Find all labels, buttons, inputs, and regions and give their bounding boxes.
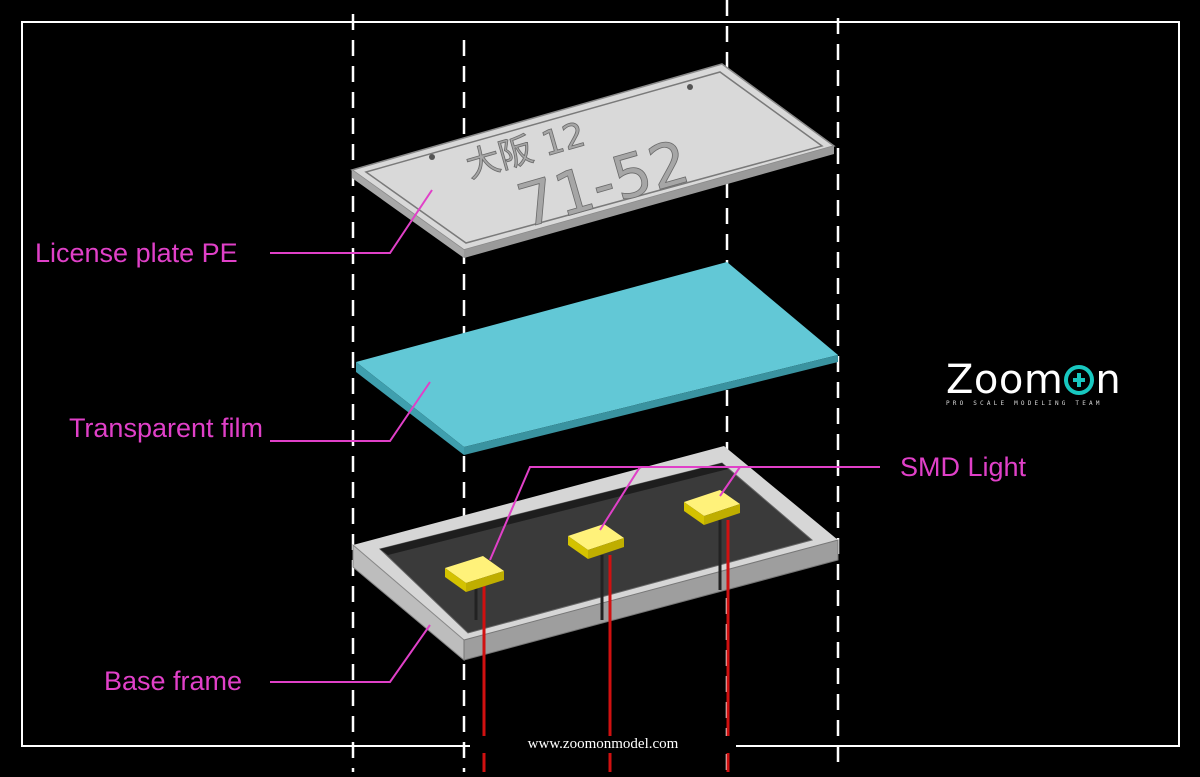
transparent-film <box>356 262 838 455</box>
license-plate <box>350 63 836 258</box>
leader-lines <box>270 189 880 683</box>
plus-circle-icon <box>1064 365 1095 395</box>
leader-base-frame <box>270 624 431 683</box>
leader-smd-light-2 <box>599 466 641 531</box>
label-license-plate: License plate PE <box>35 238 238 268</box>
website-url: www.zoomonmodel.com <box>470 736 736 753</box>
label-smd-light: SMD Light <box>900 452 1027 482</box>
leader-transparent-film <box>270 381 431 442</box>
smd-light <box>445 556 504 592</box>
logo-tagline: PRO SCALE MODELING TEAM <box>946 400 1103 407</box>
label-base-frame: Base frame <box>104 666 243 696</box>
leader-smd-light <box>489 466 880 561</box>
leader-smd-light-3 <box>719 466 741 497</box>
smd-light <box>568 524 624 559</box>
logo-word-right: n <box>1095 357 1122 403</box>
label-transparent-film: Transparent film <box>68 413 263 443</box>
leader-license-plate <box>270 189 433 254</box>
logo-word-left: Zoom <box>946 357 1064 403</box>
smd-light <box>684 490 740 525</box>
